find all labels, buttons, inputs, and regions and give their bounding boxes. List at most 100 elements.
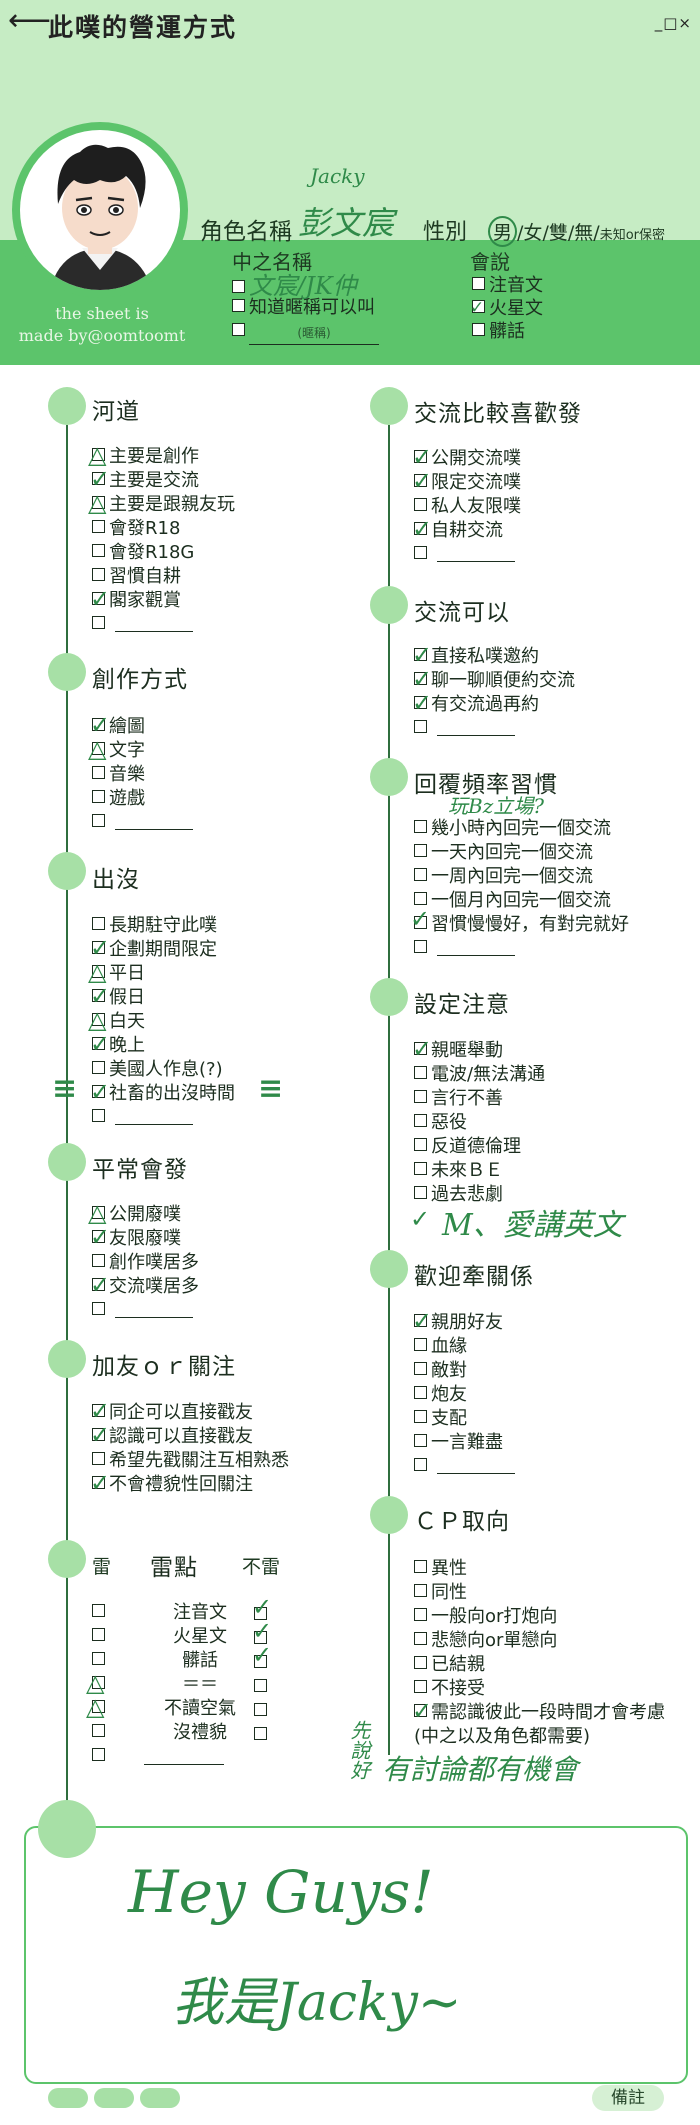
checkbox-icon[interactable] [92, 1013, 105, 1026]
checkbox-icon[interactable] [92, 766, 105, 779]
list-item-blank[interactable] [92, 812, 193, 834]
list-item[interactable]: 反道德倫理 [414, 1136, 521, 1158]
checkbox-icon[interactable] [414, 1138, 427, 1151]
language-option-2[interactable]: 火星文 [472, 298, 543, 320]
gender-option-male[interactable]: 男 [488, 216, 518, 247]
checkbox-icon[interactable] [254, 1631, 267, 1644]
gender-option-none[interactable]: 無 [574, 222, 594, 244]
checkbox-icon[interactable] [92, 544, 105, 557]
gender-option-female[interactable]: 女 [523, 222, 543, 244]
checkbox-icon[interactable] [92, 1278, 105, 1291]
checkbox-icon[interactable] [414, 1386, 427, 1399]
list-item[interactable]: 敵對 [414, 1360, 467, 1382]
checkbox-icon[interactable] [92, 1428, 105, 1441]
list-item[interactable]: 直接私噗邀約 [414, 646, 539, 668]
list-item[interactable]: 假日 [92, 987, 145, 1009]
list-item[interactable]: 平日 [92, 963, 145, 985]
list-item-blank[interactable] [414, 938, 515, 960]
checkbox-icon[interactable] [414, 672, 427, 685]
checkbox-icon[interactable] [414, 844, 427, 857]
trigger-row[interactable]: ＝＝ [92, 1674, 292, 1696]
language-option-1[interactable]: 注音文 [472, 275, 543, 297]
list-item[interactable]: 音樂 [92, 764, 145, 786]
list-item[interactable]: 悲戀向or單戀向 [414, 1630, 557, 1652]
checkbox-icon[interactable] [92, 742, 105, 755]
footer-pill[interactable] [140, 2088, 180, 2108]
checkbox-icon[interactable] [92, 718, 105, 731]
list-item[interactable]: 私人友限噗 [414, 496, 521, 518]
list-item[interactable]: 晚上 [92, 1035, 145, 1057]
checkbox-icon[interactable] [92, 592, 105, 605]
list-item-blank[interactable] [414, 1456, 515, 1478]
list-item[interactable]: 社畜的出沒時間 [92, 1083, 235, 1105]
checkbox-icon[interactable] [92, 989, 105, 1002]
language-option-3[interactable]: 髒話 [472, 321, 525, 343]
checkbox-icon[interactable] [92, 1085, 105, 1098]
list-item[interactable]: 幾小時內回完一個交流 [414, 818, 611, 840]
checkbox-icon[interactable] [92, 1206, 105, 1219]
checkbox-icon[interactable] [92, 1748, 105, 1761]
checkbox-icon[interactable] [92, 568, 105, 581]
checkbox-icon[interactable] [414, 916, 427, 929]
list-item[interactable]: 親暱舉動 [414, 1040, 503, 1062]
list-item[interactable]: 不接受 [414, 1678, 485, 1700]
checkbox-icon[interactable] [414, 868, 427, 881]
list-item[interactable]: 會發R18G [92, 542, 194, 564]
list-item[interactable]: 遊戲 [92, 788, 145, 810]
checkbox-icon[interactable] [92, 965, 105, 978]
checkbox-icon[interactable] [254, 1655, 267, 1668]
checkbox-icon[interactable] [92, 790, 105, 803]
checkbox-icon[interactable] [414, 546, 427, 559]
checkbox-icon[interactable] [254, 1607, 267, 1620]
list-item[interactable]: 繪圖 [92, 716, 145, 738]
checkbox-icon[interactable] [232, 323, 245, 336]
list-item[interactable]: 惡役 [414, 1112, 467, 1134]
list-item[interactable]: 閣家觀賞 [92, 590, 181, 612]
window-controls-icon[interactable]: _□× [654, 14, 692, 32]
checkbox-icon[interactable] [92, 1109, 105, 1122]
checkbox-icon[interactable] [92, 472, 105, 485]
list-item[interactable]: 血緣 [414, 1336, 467, 1358]
checkbox-icon[interactable] [414, 648, 427, 661]
gender-option-unknown[interactable]: 未知or保密 [599, 228, 665, 243]
trigger-row-blank[interactable] [92, 1746, 292, 1768]
checkbox-icon[interactable] [414, 1632, 427, 1645]
list-item[interactable]: 交流噗居多 [92, 1276, 199, 1298]
list-item[interactable]: 希望先戳關注互相熟悉 [92, 1450, 289, 1472]
list-item[interactable]: 電波/無法溝通 [414, 1064, 545, 1086]
checkbox-icon[interactable] [92, 496, 105, 509]
list-item[interactable]: 公開交流噗 [414, 448, 521, 470]
checkbox-icon[interactable] [92, 1254, 105, 1267]
list-item[interactable]: 文字 [92, 740, 145, 762]
list-item[interactable]: 一般向or打炮向 [414, 1606, 557, 1628]
checkbox-icon[interactable] [414, 522, 427, 535]
checkbox-icon[interactable] [414, 696, 427, 709]
checkbox-icon[interactable] [92, 917, 105, 930]
list-item[interactable]: 同企可以直接戳友 [92, 1402, 253, 1424]
list-item-blank[interactable] [414, 718, 515, 740]
list-item[interactable]: 美國人作息(?) [92, 1059, 223, 1081]
checkbox-icon[interactable] [92, 941, 105, 954]
list-item[interactable]: 主要是交流 [92, 470, 199, 492]
checkbox-icon[interactable] [414, 1680, 427, 1693]
checkbox-icon[interactable] [414, 1338, 427, 1351]
checkbox-icon[interactable] [92, 1676, 105, 1689]
checkbox-icon[interactable] [414, 820, 427, 833]
list-item[interactable]: 同性 [414, 1582, 467, 1604]
trigger-row[interactable]: 注音文 [92, 1602, 292, 1624]
checkbox-icon[interactable] [92, 616, 105, 629]
checkbox-icon[interactable] [414, 1162, 427, 1175]
nickname-option-1[interactable]: 文宸/JK仲 [232, 274, 357, 300]
list-item-blank[interactable] [92, 1300, 193, 1322]
list-item[interactable]: 自耕交流 [414, 520, 503, 542]
list-item[interactable]: 限定交流噗 [414, 472, 521, 494]
list-item[interactable]: 長期駐守此噗 [92, 915, 217, 937]
list-item-blank[interactable] [92, 614, 193, 636]
list-item[interactable]: 主要是跟親友玩 [92, 494, 235, 516]
checkbox-icon[interactable] [92, 1061, 105, 1074]
checkbox-icon[interactable] [414, 1458, 427, 1471]
nickname-option-3[interactable]: (暱稱) [232, 321, 379, 345]
list-item[interactable]: 認識可以直接戳友 [92, 1426, 253, 1448]
checkbox-icon[interactable] [232, 299, 245, 312]
checkbox-icon[interactable] [254, 1703, 267, 1716]
